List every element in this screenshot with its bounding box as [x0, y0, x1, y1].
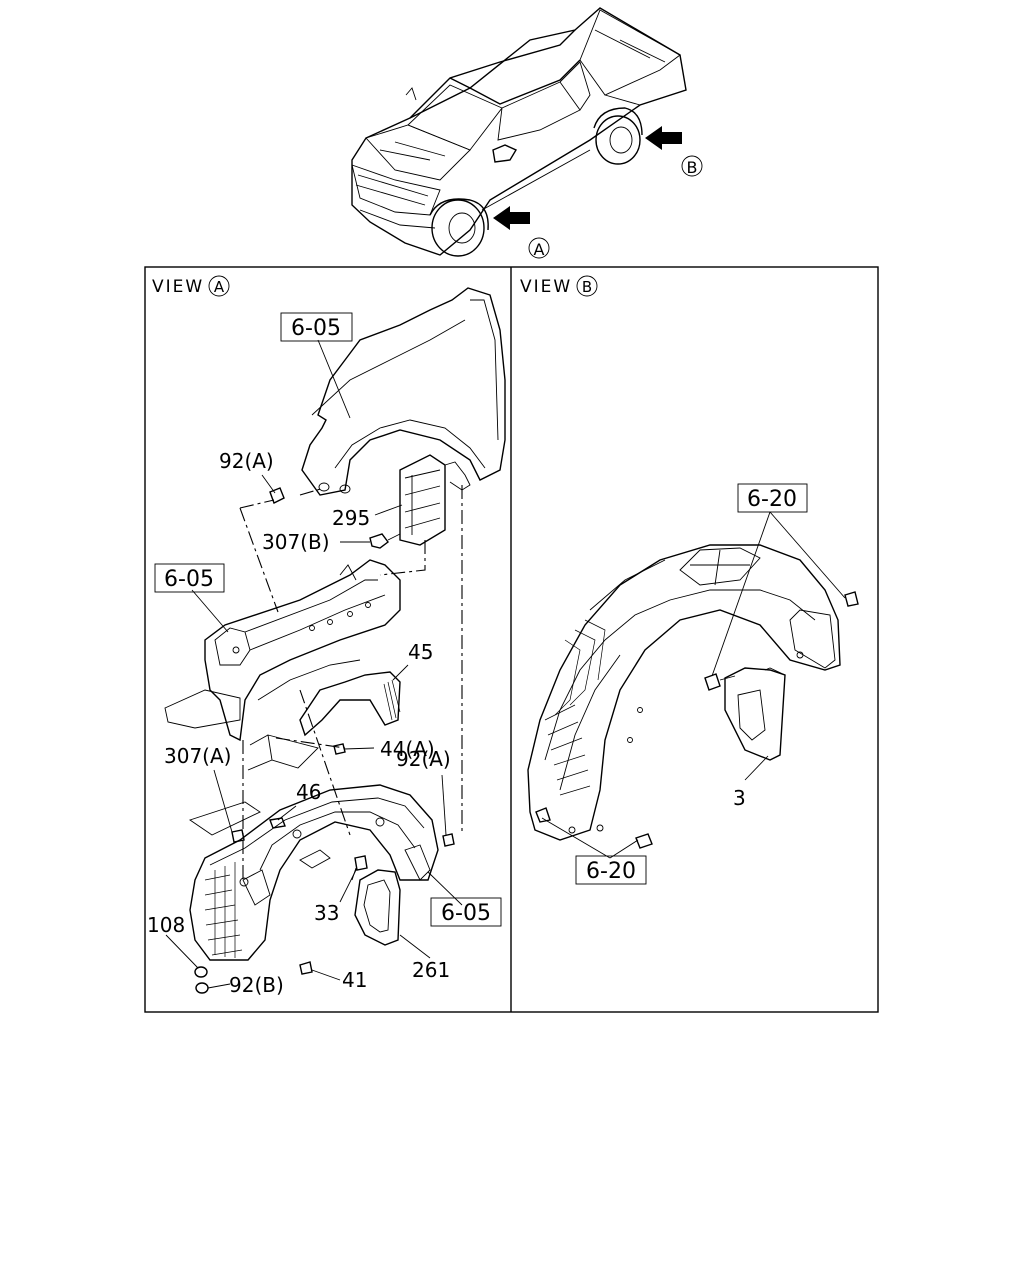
- svg-text:VIEW: VIEW: [520, 277, 572, 297]
- mud-flap-261-drawing: [354, 869, 401, 946]
- wheelhouse-liner-drawing: [188, 784, 439, 961]
- hardware-b-drawing: [535, 591, 859, 849]
- ref-box-fender: 6-05: [280, 312, 353, 342]
- svg-text:VIEW: VIEW: [152, 277, 204, 297]
- label-3: 3: [733, 786, 746, 810]
- label-46: 46: [296, 780, 321, 804]
- svg-text:6-05: 6-05: [441, 901, 491, 926]
- label-261: 261: [412, 958, 450, 982]
- label-45: 45: [408, 640, 433, 664]
- label-307b: 307(B): [262, 530, 330, 554]
- ref-box-apron: 6-05: [154, 563, 225, 593]
- svg-text:6-05: 6-05: [164, 567, 214, 592]
- label-307a: 307(A): [164, 744, 231, 768]
- svg-text:6-05: 6-05: [291, 316, 341, 341]
- diagram-frame: [144, 266, 879, 1013]
- truck-illustration: A B: [351, 7, 703, 259]
- label-108: 108: [147, 913, 185, 937]
- marker-a: A: [528, 237, 550, 259]
- svg-text:6-20: 6-20: [747, 487, 797, 512]
- alignment-lines: [239, 485, 463, 880]
- label-33: 33: [314, 901, 339, 925]
- view-b-panel: VIEW B: [520, 275, 859, 885]
- leader-lines-b: [541, 511, 846, 859]
- view-a-arrow-icon: [493, 206, 530, 230]
- view-a-panel: VIEW A: [147, 275, 506, 997]
- svg-text:B: B: [582, 278, 592, 296]
- ref-box-b-bottom: 6-20: [575, 855, 647, 885]
- front-fender-drawing: [301, 287, 506, 496]
- label-92a-low: 92(A): [396, 747, 451, 771]
- label-295: 295: [332, 506, 370, 530]
- view-b-title: VIEW B: [520, 275, 598, 297]
- label-92b: 92(B): [229, 973, 284, 997]
- view-a-title: VIEW A: [152, 275, 230, 297]
- leader-lines-a: [165, 339, 463, 989]
- svg-text:A: A: [214, 278, 225, 296]
- apron-drawing: [164, 559, 401, 742]
- label-44a: 44(A): [380, 737, 435, 761]
- shield-plate-drawing: [247, 734, 319, 771]
- marker-b: B: [681, 155, 703, 177]
- ref-box-b-top: 6-20: [737, 483, 808, 513]
- bracket-295-drawing: [399, 454, 471, 546]
- rear-wheelhouse-liner-drawing: [527, 544, 841, 841]
- label-41: 41: [342, 968, 367, 992]
- svg-text:B: B: [687, 158, 698, 177]
- mud-flap-3-drawing: [724, 667, 786, 761]
- label-92a-top: 92(A): [219, 449, 274, 473]
- svg-text:A: A: [534, 240, 545, 259]
- ref-box-liner: 6-05: [430, 897, 502, 927]
- view-b-arrow-icon: [645, 126, 682, 150]
- svg-text:6-20: 6-20: [586, 859, 636, 884]
- insulator-45-drawing: [299, 671, 401, 737]
